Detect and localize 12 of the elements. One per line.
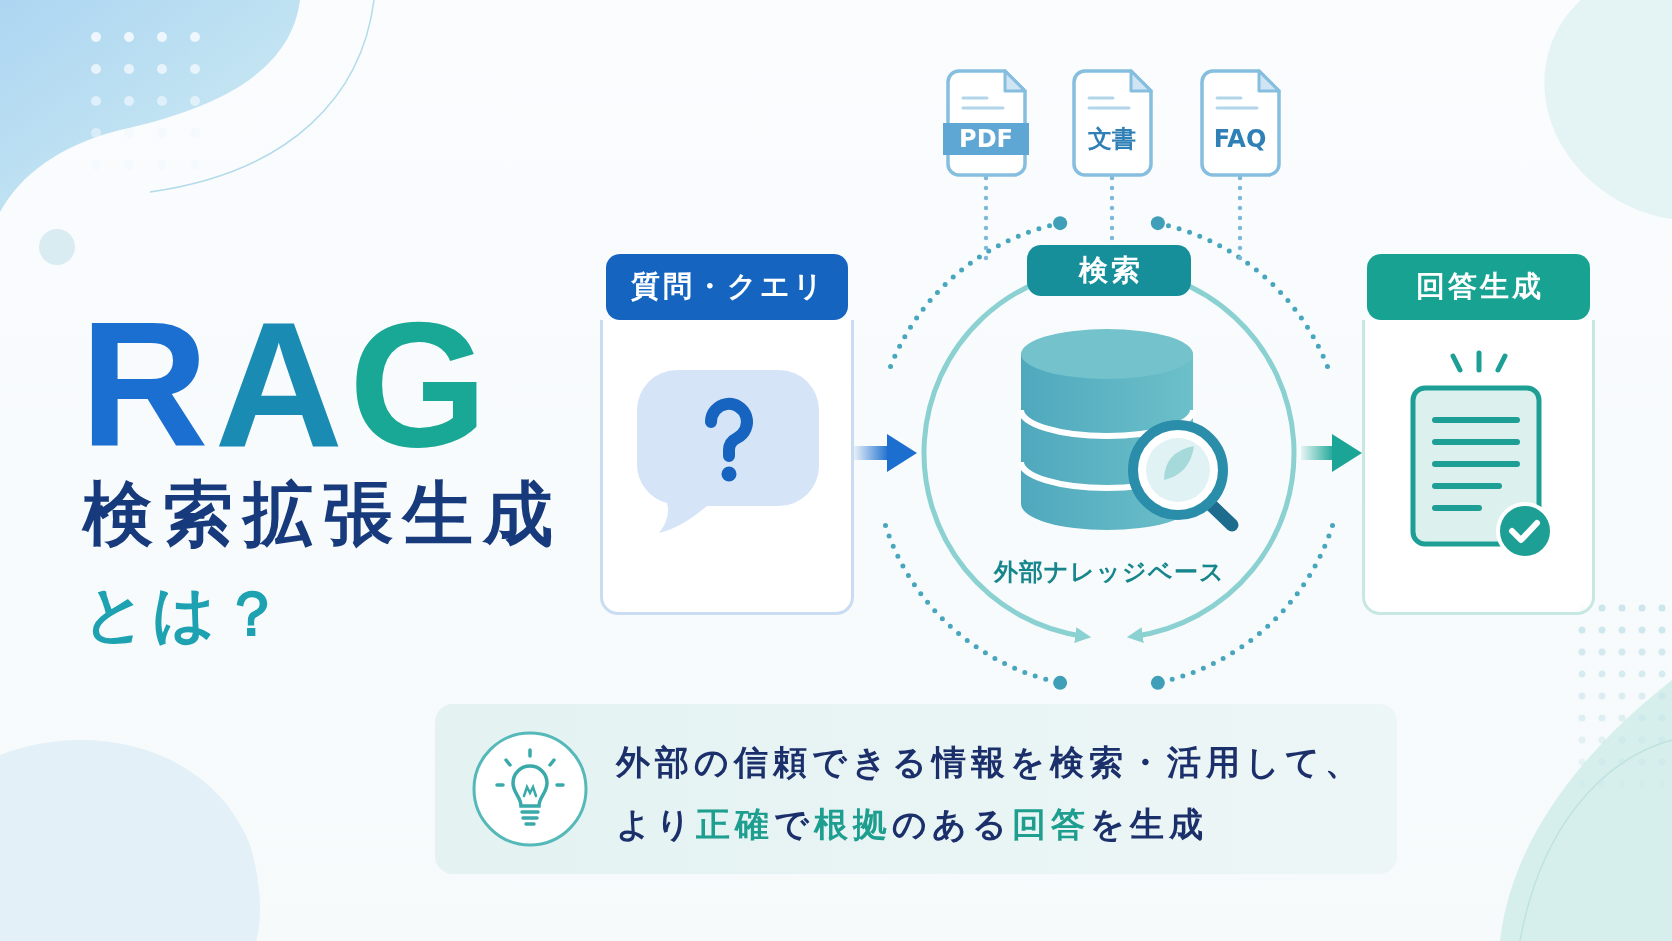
- step-header: 検索: [1027, 245, 1191, 296]
- document-label: FAQ: [1212, 124, 1268, 155]
- document-label: PDF: [958, 124, 1014, 155]
- knowledge-base-caption: 外部ナレッジベース: [992, 557, 1226, 588]
- subtitle: 検索拡張生成: [83, 472, 563, 556]
- document-label: 文書: [1087, 124, 1137, 155]
- subtitle: とは？: [83, 577, 289, 652]
- step-header: 回答生成: [1367, 254, 1590, 320]
- title: RAG: [80, 296, 494, 474]
- info-panel: [435, 704, 1397, 874]
- summary-text: 外部の信頼できる情報を検索・活用して、より正確で根拠のある回答を生成: [616, 741, 1365, 846]
- step-header: 質問・クエリ: [606, 254, 848, 320]
